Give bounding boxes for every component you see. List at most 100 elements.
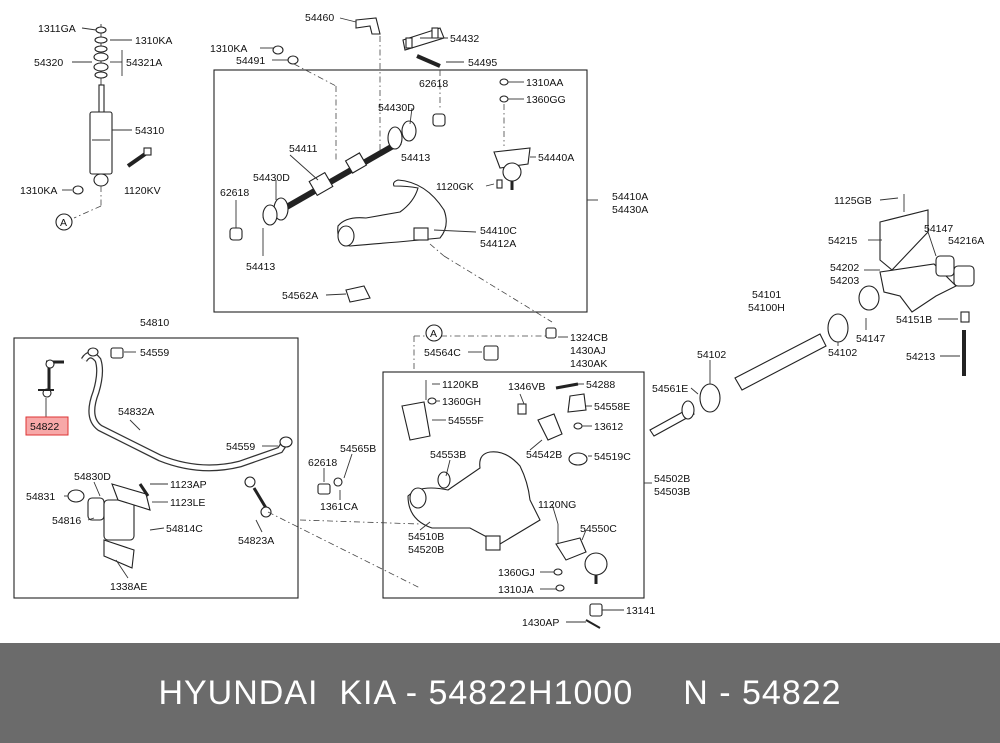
housing-54202 (879, 255, 975, 313)
lower-arm-54510B (407, 451, 541, 551)
label-54310: 54310 (135, 125, 164, 137)
label-1310KA: 1310KA (135, 35, 172, 47)
label-1310JA: 1310JA (498, 584, 534, 596)
label-ref-a-1: A (60, 217, 67, 229)
part-number-footer: HYUNDAI KIA - 54822H1000 N - 54822 (0, 643, 1000, 743)
footer-brand-part-number: HYUNDAI KIA - 54822H1000 (158, 673, 634, 712)
label-1120GK: 1120GK (436, 181, 474, 193)
label-54320: 54320 (34, 57, 63, 69)
label-54832A: 54832A (118, 406, 154, 418)
label-1125GB: 1125GB (834, 195, 872, 207)
label-54831: 54831 (26, 491, 55, 503)
label-54410C: 54410C (480, 225, 517, 237)
label-54542B: 54542B (526, 449, 562, 461)
label-54810: 54810 (140, 317, 169, 329)
label-1430AK: 1430AK (570, 358, 607, 370)
label-54564C: 54564C (424, 347, 461, 359)
label-54555F: 54555F (448, 415, 484, 427)
cross-shaft-54411 (262, 120, 417, 226)
label-13141: 13141 (626, 605, 655, 617)
label-54491: 54491 (236, 55, 265, 67)
label-1324CB: 1324CB (570, 332, 608, 344)
label-54440A: 54440A (538, 152, 574, 164)
upper-arm-frame (213, 69, 588, 313)
highlight-box-54822 (25, 416, 69, 436)
label-54510B: 54510B (408, 531, 444, 543)
label-54559: 54559 (140, 347, 169, 359)
label-54411: 54411 (289, 143, 318, 155)
shock-absorber (89, 24, 113, 187)
label-62618-2: 62618 (220, 187, 249, 199)
label-1346VB: 1346VB (508, 381, 545, 393)
label-1120NG: 1120NG (538, 499, 576, 511)
label-54203: 54203 (830, 275, 859, 287)
label-54430D: 54430D (378, 102, 415, 114)
label-1430AP: 1430AP (522, 617, 559, 629)
label-1120KB: 1120KB (442, 379, 479, 391)
label-54147: 54147 (924, 223, 953, 235)
bolt-1120kv (126, 147, 152, 168)
label-54102: 54102 (697, 349, 726, 361)
label-54550C: 54550C (580, 523, 617, 535)
label-1120KV: 1120KV (124, 185, 161, 197)
label-54822: 54822 (30, 421, 59, 433)
label-ref-a-2: A (430, 328, 437, 340)
label-1430AJ: 1430AJ (570, 345, 606, 357)
label-54147-2: 54147 (856, 333, 885, 345)
label-1360GJ: 1360GJ (498, 567, 535, 579)
label-1123AP: 1123AP (170, 479, 207, 491)
label-54101: 54101 (752, 289, 781, 301)
label-54830D: 54830D (74, 471, 111, 483)
label-1310KA-3: 1310KA (210, 43, 247, 55)
stabilizer-frame (13, 337, 299, 599)
label-54503B: 54503B (654, 486, 690, 498)
label-54520B: 54520B (408, 544, 444, 556)
label-54412A: 54412A (480, 238, 516, 250)
label-54823A: 54823A (238, 535, 274, 547)
label-1310AA: 1310AA (526, 77, 563, 89)
label-54430A: 54430A (612, 204, 648, 216)
parts-diagram: 1311GA 1310KA 54320 54321A 54310 1310KA … (13, 12, 984, 629)
label-54562A: 54562A (282, 290, 318, 302)
label-1361CA: 1361CA (320, 501, 358, 513)
label-54100H: 54100H (748, 302, 785, 314)
upper-arm-54410 (337, 179, 447, 247)
leader-lines (45, 17, 960, 623)
label-62618-3: 62618 (308, 457, 337, 469)
label-1310KA-2: 1310KA (20, 185, 57, 197)
label-54814C: 54814C (166, 523, 203, 535)
label-54213: 54213 (906, 351, 935, 363)
footer-short-code: N - 54822 (683, 673, 842, 712)
label-54202: 54202 (830, 262, 859, 274)
link-54823A (244, 476, 272, 518)
ref-a-circle-2 (425, 324, 443, 342)
label-1338AE: 1338AE (110, 581, 147, 593)
label-54565B: 54565B (340, 443, 376, 455)
label-54413: 54413 (401, 152, 430, 164)
ball-joint-54440A (493, 147, 531, 190)
bracket-54460 (355, 17, 445, 51)
bracket-54562A (345, 285, 371, 303)
label-1360GH: 1360GH (442, 396, 481, 408)
label-54519C: 54519C (594, 451, 631, 463)
bracket-54555F (401, 401, 431, 441)
label-54410A: 54410A (612, 191, 648, 203)
part-labels: 1311GA 1310KA 54320 54321A 54310 1310KA … (20, 12, 984, 629)
label-54288: 54288 (586, 379, 615, 391)
label-54215: 54215 (828, 235, 857, 247)
link-54822 (38, 359, 64, 398)
label-54561E: 54561E (652, 383, 688, 395)
label-54558E: 54558E (594, 401, 630, 413)
label-1123LE: 1123LE (170, 497, 205, 509)
label-54432: 54432 (450, 33, 479, 45)
label-54430D-2: 54430D (253, 172, 290, 184)
ball-joint-54550C (555, 537, 608, 584)
label-54559-2: 54559 (226, 441, 255, 453)
axle-shaft-54101 (649, 285, 880, 437)
lower-arm-frame (382, 371, 645, 599)
label-54495: 54495 (468, 57, 497, 69)
bracket-54542B (537, 413, 563, 441)
label-54816: 54816 (52, 515, 81, 527)
label-1311GA: 1311GA (38, 23, 76, 35)
label-13612: 13612 (594, 421, 623, 433)
